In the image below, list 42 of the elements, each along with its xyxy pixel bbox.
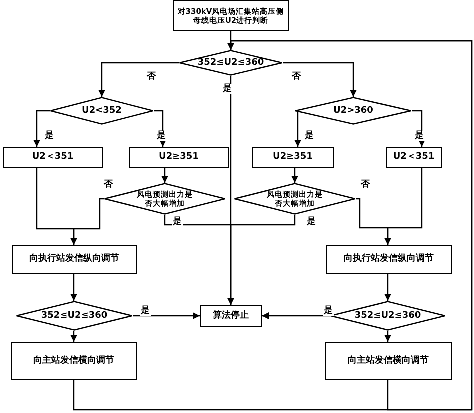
arrow: [34, 110, 50, 147]
arrow: [70, 331, 78, 342]
process-box: U2≥351: [252, 147, 334, 168]
edge-label: 是: [156, 131, 167, 141]
arrow: [283, 62, 357, 97]
process-box: 向执行站发信纵向调节: [12, 245, 137, 274]
arrow: [70, 198, 104, 245]
edge-label: 是: [323, 306, 334, 316]
arrow: [162, 168, 168, 183]
arrow: [98, 62, 179, 97]
arrow: [70, 274, 78, 301]
edge-label: 是: [306, 217, 317, 227]
decision-diamond: U2<352: [50, 97, 154, 125]
edge-label: 否: [360, 180, 371, 190]
edge-label: 是: [222, 84, 233, 94]
process-box: U2≥351: [129, 147, 229, 168]
arrow: [384, 274, 392, 301]
arrow: [384, 331, 392, 342]
arrow: [384, 168, 423, 245]
arrow: [294, 110, 302, 147]
process-box: 向执行站发信纵向调节: [326, 245, 452, 274]
edge-label: 是: [414, 131, 425, 141]
edge-label: 否: [103, 180, 114, 190]
edge-label: 是: [44, 131, 55, 141]
arrow: [262, 312, 330, 320]
edge-label: 是: [172, 217, 183, 227]
process-box: U2＜351: [386, 147, 442, 168]
process-box: U2＜351: [3, 147, 103, 168]
arrow: [292, 168, 298, 183]
edge-label: 是: [140, 306, 151, 316]
arrow: [228, 40, 473, 411]
edge-label: 否: [146, 72, 157, 82]
process-box: 向主站发信横向调节: [11, 342, 137, 380]
arrow: [133, 312, 200, 320]
edge-label: 否: [291, 72, 302, 82]
decision-diamond: U2>360: [295, 97, 412, 125]
arrow: [228, 215, 296, 305]
decision-diamond: 352≤U2≤360: [179, 50, 283, 76]
decision-diamond: 352≤U2≤360: [16, 301, 133, 331]
edge-label: 是: [304, 131, 315, 141]
process-box: 算法停止: [200, 305, 262, 327]
process-box: 向主站发信横向调节: [325, 342, 452, 380]
